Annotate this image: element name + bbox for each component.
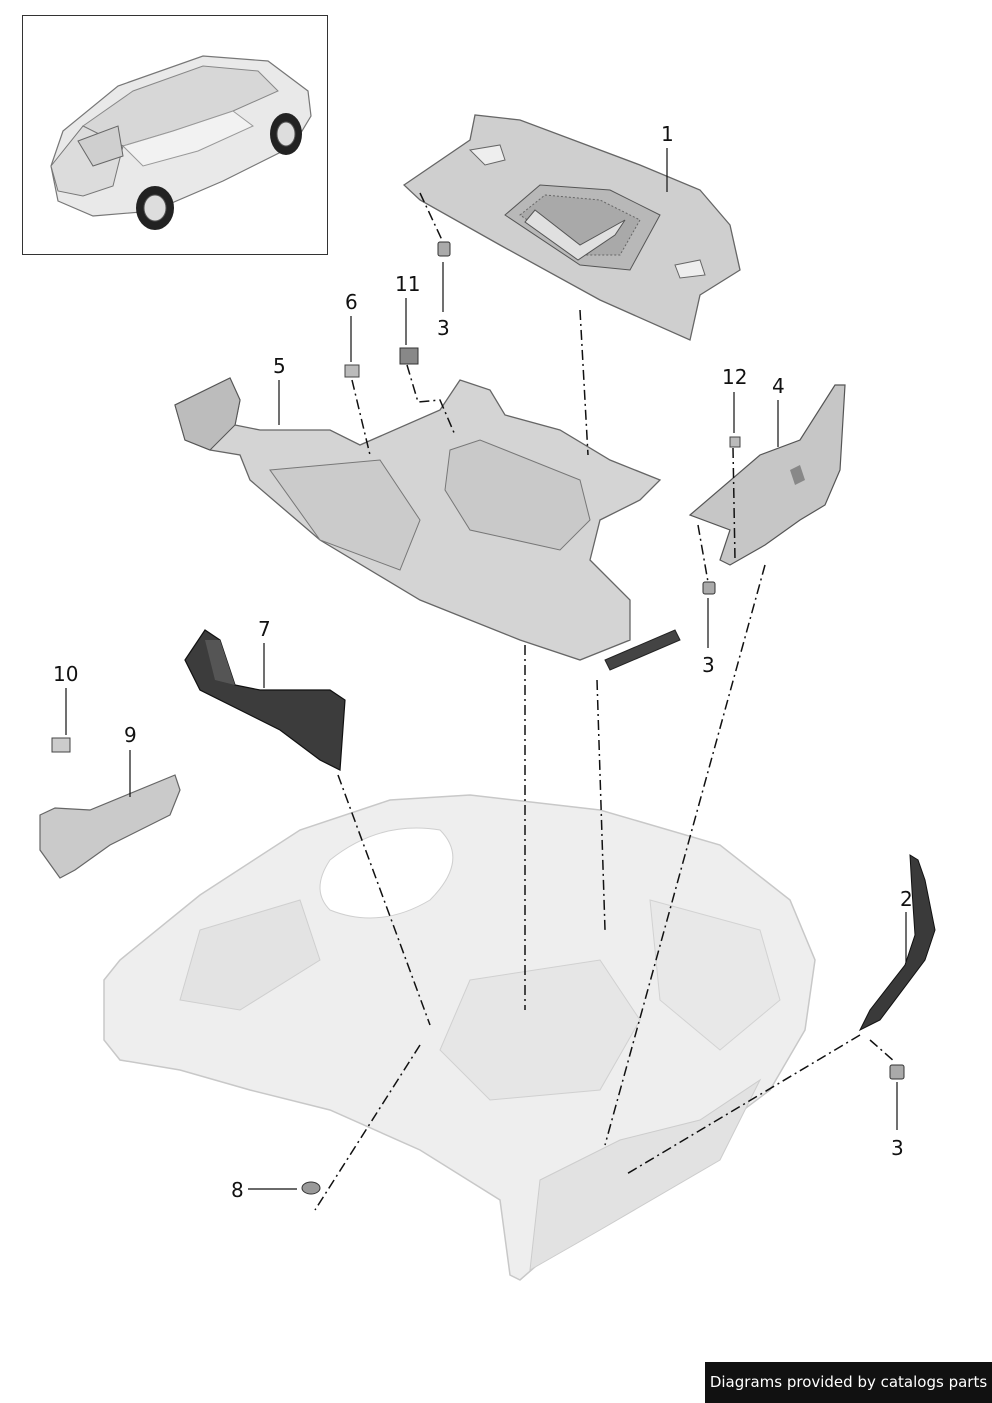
credit-badge: Diagrams provided by catalogs parts [705, 1362, 992, 1403]
fastener-clip-10 [51, 737, 71, 753]
fastener-clip-12 [729, 436, 741, 448]
callout-7: 7 [258, 617, 271, 641]
part-1-rear-panel [402, 114, 741, 341]
callout-6: 6 [345, 290, 358, 314]
callout-2: 2 [900, 887, 913, 911]
leader-lines [65, 148, 907, 1190]
vehicle-illustration [50, 55, 312, 230]
part-9-bracket-plate [39, 774, 181, 879]
callout-8: 8 [231, 1178, 244, 1202]
callout-9: 9 [124, 723, 137, 747]
callout-3-bottom: 3 [891, 1136, 904, 1160]
callout-1: 1 [661, 122, 674, 146]
part-7-dark-bracket [184, 629, 346, 771]
callout-11: 11 [395, 272, 420, 296]
callout-12: 12 [722, 365, 747, 389]
fastener-nut-3b [702, 581, 716, 595]
assembly-lines [314, 192, 896, 1211]
fastener-nut-3a [437, 241, 451, 257]
part-2-seal-strip [858, 854, 936, 1032]
part-5-underbody-panel [174, 377, 681, 671]
fastener-grommet-8 [301, 1181, 321, 1195]
callout-5: 5 [273, 354, 286, 378]
vehicle-overview-inset [22, 15, 328, 255]
callout-4: 4 [772, 374, 785, 398]
fastener-clip-11 [399, 347, 419, 365]
part-4-side-bracket [688, 384, 846, 566]
callout-3-right: 3 [702, 653, 715, 677]
fastener-nut-3c [889, 1064, 905, 1080]
fastener-clip-6 [344, 364, 360, 378]
callout-3-top: 3 [437, 316, 450, 340]
callout-10: 10 [53, 662, 78, 686]
